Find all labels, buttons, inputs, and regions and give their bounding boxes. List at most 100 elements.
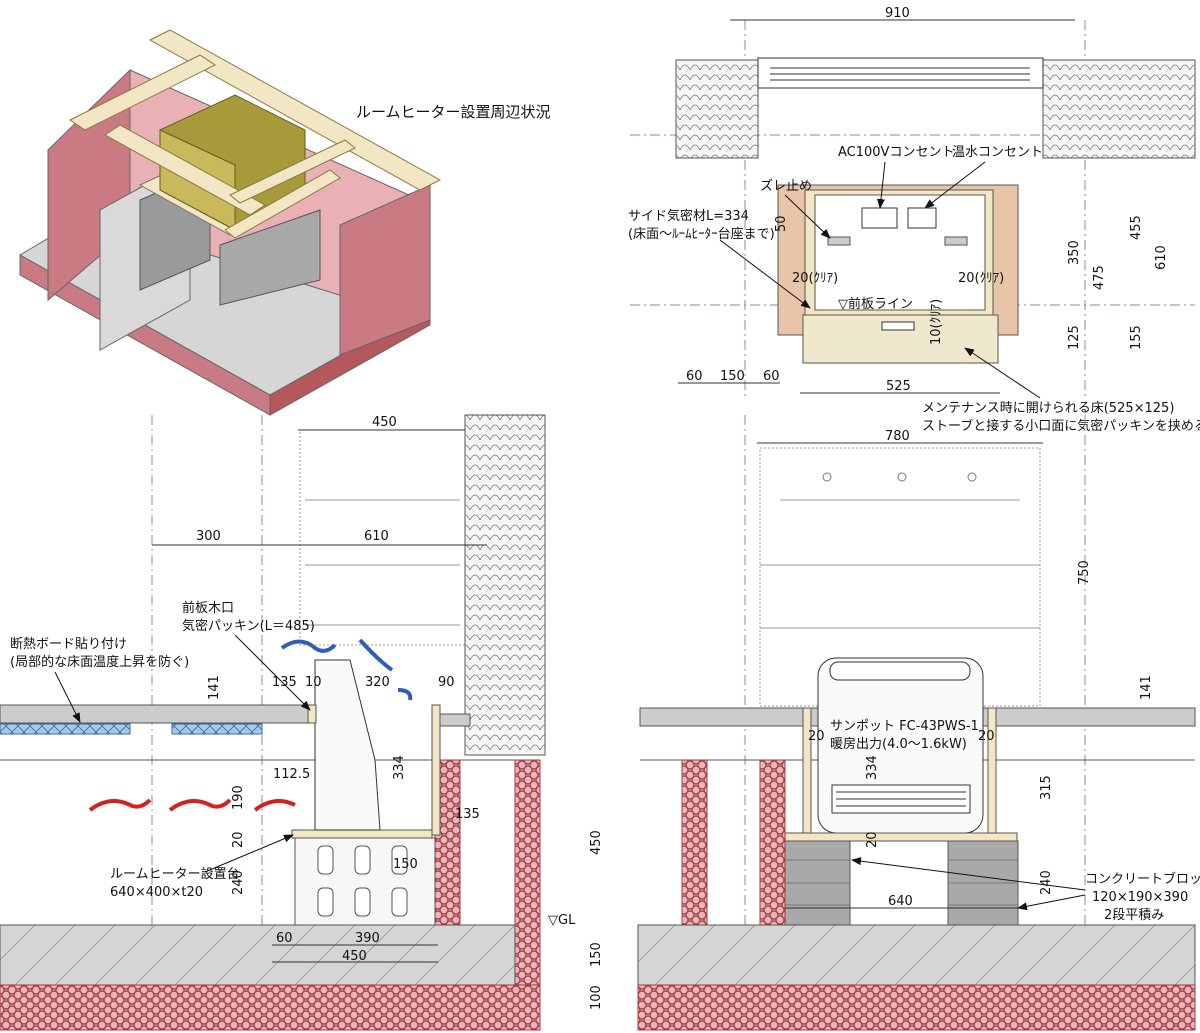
dim-300: 300	[196, 529, 221, 544]
maintenance-note-2: ストーブと接する小口面に気密パッキンを挟める	[922, 418, 1200, 434]
section-floor-right	[439, 713, 471, 727]
dim-90: 90	[438, 675, 455, 690]
dim-60b: 60	[763, 369, 780, 384]
insulation-label: 断熱ボード貼り付け	[10, 637, 127, 652]
dim-455: 455	[1129, 215, 1144, 240]
dim-60-bottom: 60	[276, 931, 293, 946]
block-label: コンクリートブロック	[1085, 871, 1200, 887]
dim-320: 320	[365, 675, 390, 690]
dim-150-vertical: 150	[589, 942, 604, 967]
section-floor-board	[0, 704, 309, 724]
plan-slip-stop-left	[827, 236, 851, 246]
dim-50: 50	[774, 215, 789, 232]
section-gravel	[0, 984, 541, 1031]
dim-240-left: 240	[231, 870, 246, 895]
dim-525: 525	[886, 379, 911, 394]
dim-141: 141	[207, 675, 222, 700]
gl-label: ▽GL	[548, 913, 576, 928]
dim-20-elev-left: 20	[808, 729, 825, 744]
maintenance-note-1: メンテナンス時に開けられる床(525×125)	[922, 401, 1174, 416]
dim-640: 640	[888, 894, 913, 909]
dim-910: 910	[885, 6, 910, 21]
plan-wall-insulation-right	[1042, 59, 1196, 159]
plan-ac-outlet[interactable]	[861, 207, 898, 229]
elev-heater-top	[829, 661, 971, 681]
section-stand-plate	[291, 829, 433, 839]
dim-315: 315	[1039, 775, 1054, 800]
front-board-label: 前板木口	[182, 600, 234, 616]
dim-610: 610	[1154, 245, 1169, 270]
block-stacking: 2段平積み	[1104, 908, 1164, 923]
iso-joist-mid	[104, 124, 266, 216]
iso-title: ルームヒーター設置周辺状況	[356, 103, 551, 121]
elev-post-right	[987, 707, 997, 834]
plan-window	[757, 57, 1044, 89]
stand-size: 640×400×t20	[110, 885, 203, 900]
dim-334-left: 334	[392, 755, 407, 780]
dim-350: 350	[1067, 240, 1082, 265]
elev-ground	[637, 924, 1196, 986]
hot-water-outlet-label: 温水コンセント	[952, 145, 1043, 160]
dim-10-left: 10	[305, 675, 322, 690]
section-heater	[314, 659, 381, 831]
isometric-view: ルームヒーター設置周辺状況	[18, 29, 551, 416]
section-insulation-board-2	[171, 723, 263, 735]
iso-joist-cross2	[229, 139, 356, 204]
dim-141-right: 141	[1139, 675, 1154, 700]
cool-air-arrow-3	[253, 799, 296, 812]
dim-112-5: 112.5	[273, 767, 310, 782]
warm-air-arrow-3	[397, 688, 413, 701]
dim-135b: 135	[455, 807, 480, 822]
section-insulation-board-1	[0, 723, 131, 735]
iso-block-right	[219, 209, 321, 306]
side-airtight-note: (床面～ﾙｰﾑﾋｰﾀｰ台座まで)	[628, 227, 775, 242]
elev-brick-left	[681, 759, 708, 926]
dim-60a: 60	[686, 369, 703, 384]
stand-label: ルームヒーター設置台	[110, 866, 240, 882]
dim-20-left: 20(ｸﾘｱ)	[792, 271, 838, 286]
elev-brick-mid	[759, 759, 786, 926]
dim-450-right: 450	[589, 830, 604, 855]
iso-joist-left	[69, 54, 216, 131]
dim-100-vertical: 100	[589, 985, 604, 1010]
dim-150-left: 150	[393, 857, 418, 872]
iso-wall-front-side	[339, 184, 431, 356]
block-size: 120×190×390	[1092, 890, 1188, 905]
elev-stand-plate	[784, 832, 1018, 842]
warm-air-arrow-2	[358, 638, 394, 672]
dim-10: 10(ｸﾘｱ)	[929, 299, 944, 345]
iso-joist-cross	[224, 169, 341, 239]
elev-gravel	[637, 984, 1196, 1031]
dim-20-elev-bottom: 20	[865, 831, 880, 848]
side-airtight-label: サイド気密材L=334	[628, 208, 749, 224]
elev-post-left	[802, 707, 812, 834]
plan-hot-water-outlet[interactable]	[907, 207, 937, 229]
model-label: サンポット FC-43PWS-1	[830, 719, 979, 734]
dim-334-right: 334	[865, 755, 880, 780]
insulation-note: (局部的な床面温度上昇を防ぐ)	[10, 654, 189, 670]
dim-450-bottom: 450	[342, 949, 367, 964]
dim-750: 750	[1077, 560, 1092, 585]
section-wall-insulation	[464, 414, 546, 756]
plan-slip-stop-right	[944, 236, 968, 246]
ac-outlet-label: AC100Vコンセント	[838, 145, 954, 160]
plan-frame-inner	[814, 194, 986, 311]
section-ground	[0, 924, 516, 986]
dim-150-plan: 150	[720, 369, 745, 384]
dim-780: 780	[885, 429, 910, 444]
dim-20-right: 20(ｸﾘｱ)	[958, 271, 1004, 286]
plan-view: AC100Vコンセント 温水コンセント ズレ止め サイド気密材L=334 (床面…	[628, 6, 1200, 434]
dim-135: 135	[272, 675, 297, 690]
airtight-packing-label: 気密パッキン(L＝485)	[182, 618, 315, 634]
dim-20-elev-right: 20	[978, 729, 995, 744]
heat-output-label: 暖房出力(4.0～1.6kW)	[830, 736, 967, 752]
dim-610-left: 610	[364, 529, 389, 544]
warm-air-arrow-1	[280, 639, 337, 653]
dim-20-left: 20	[231, 831, 246, 848]
dim-155: 155	[1129, 325, 1144, 350]
dim-475: 475	[1092, 265, 1107, 290]
iso-joist-top	[148, 29, 442, 191]
dim-390: 390	[355, 931, 380, 946]
plan-handle[interactable]	[881, 321, 915, 331]
